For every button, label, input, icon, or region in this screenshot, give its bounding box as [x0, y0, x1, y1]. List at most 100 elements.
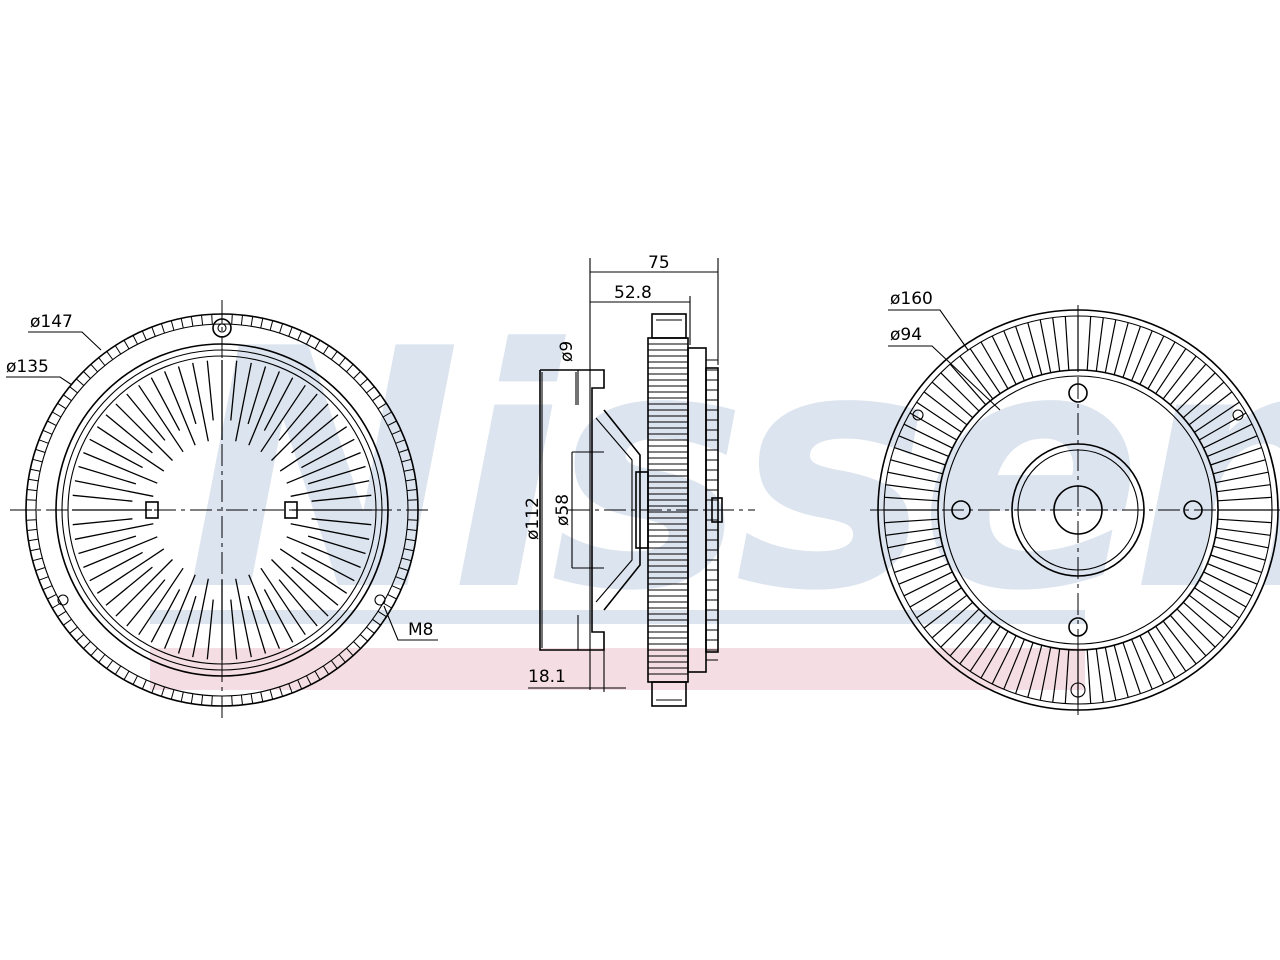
watermark-red-band — [150, 648, 1085, 690]
rim-rib — [260, 318, 264, 329]
rim-rib — [372, 618, 381, 626]
rim-rib — [403, 548, 414, 552]
rim-rib — [322, 345, 330, 355]
cooling-fin — [248, 574, 281, 649]
rear-fin — [1113, 322, 1129, 375]
rim-rib — [377, 402, 387, 410]
rear-cooling-fins — [884, 316, 1272, 704]
rim-rib — [141, 679, 147, 690]
rear-fin — [1213, 545, 1266, 561]
rim-rib — [190, 693, 194, 704]
cooling-fin — [248, 371, 281, 446]
rim-rib — [330, 351, 338, 360]
rear-view: ø160 ø94 — [870, 289, 1280, 715]
rim-rib — [83, 371, 91, 379]
rear-fin — [885, 484, 940, 493]
cooling-fin — [247, 366, 267, 425]
cooling-fin — [96, 426, 165, 472]
cooling-fin — [290, 480, 370, 497]
rear-fin — [1147, 630, 1176, 679]
rim-rib — [190, 316, 194, 327]
rim-rib — [27, 489, 38, 492]
rim-rib — [353, 371, 361, 379]
rear-fin — [1155, 348, 1187, 394]
rear-fin — [1139, 635, 1165, 685]
rear-fin — [980, 341, 1009, 390]
rim-rib — [405, 538, 416, 542]
rim-rib — [57, 402, 67, 410]
rim-rib — [132, 335, 139, 345]
rear-fin — [1139, 335, 1165, 385]
cooling-fin — [307, 535, 366, 555]
cooling-fin — [115, 559, 173, 617]
cooling-fin — [105, 566, 153, 606]
rear-fin — [991, 635, 1017, 685]
cooling-fin — [78, 535, 137, 555]
rear-fin — [1064, 316, 1070, 371]
side-dim-body-length: 52.8 — [614, 283, 652, 303]
rim-rib — [151, 326, 156, 337]
rim-rib — [250, 316, 254, 327]
rim-rib — [382, 411, 392, 418]
rim-rib — [114, 665, 122, 675]
rear-fin — [1162, 355, 1197, 400]
rear-fin — [1113, 645, 1129, 698]
cooling-fin — [278, 579, 318, 627]
rim-rib — [35, 448, 46, 453]
cooling-fin — [115, 403, 173, 461]
rear-fin — [1210, 554, 1262, 573]
rear-fin — [940, 372, 980, 412]
rim-rib — [297, 330, 303, 341]
cooling-fin — [206, 599, 214, 660]
rim-rib — [260, 691, 264, 702]
rim-rib — [288, 326, 293, 337]
cooling-fin — [230, 360, 238, 421]
rear-fin — [1122, 326, 1141, 378]
cooling-fin — [206, 360, 214, 421]
rim-rib — [391, 585, 402, 591]
rim-rib — [201, 694, 204, 705]
rim-rib — [401, 557, 412, 562]
rim-rib — [160, 323, 165, 334]
rear-fin — [887, 471, 941, 484]
rim-rib — [27, 528, 38, 531]
rear-fin — [1039, 647, 1052, 701]
rear-fin — [1104, 319, 1117, 373]
rear-fin — [1215, 536, 1269, 549]
rear-fin — [969, 626, 1001, 672]
rim-rib — [407, 499, 418, 501]
rim-rib — [42, 429, 53, 435]
rim-rib — [151, 683, 156, 694]
rear-fin — [916, 587, 962, 619]
rim-rib — [250, 693, 254, 704]
rim-rib — [398, 567, 409, 572]
rim-rib — [330, 660, 338, 669]
rear-fin — [898, 563, 949, 585]
rear-fin — [890, 545, 943, 561]
side-dim-hub-dia: ø58 — [553, 494, 573, 526]
rear-fin — [1039, 319, 1052, 373]
cooling-fin — [247, 595, 267, 654]
rear-fin — [885, 527, 940, 536]
rim-rib — [90, 647, 98, 657]
rear-fin — [1216, 527, 1271, 536]
rim-rib — [47, 593, 57, 600]
cooling-fin — [271, 403, 329, 461]
rim-rib — [201, 315, 204, 326]
rim-rib — [57, 610, 67, 618]
rear-fin — [940, 608, 980, 648]
rear-fin — [1169, 363, 1207, 406]
cooling-fin — [72, 518, 133, 526]
rear-fin — [1194, 401, 1240, 433]
rear-fin — [1182, 381, 1225, 419]
rear-fin — [1203, 423, 1253, 449]
cooling-fin — [263, 377, 294, 431]
rear-fin — [1003, 330, 1025, 381]
rear-fin — [903, 423, 953, 449]
rear-fin — [1217, 496, 1272, 502]
rear-fin — [909, 412, 958, 441]
rim-rib — [47, 420, 57, 427]
rear-fin — [1131, 639, 1153, 690]
cooling-fin — [138, 567, 184, 636]
rear-fin — [931, 601, 974, 639]
